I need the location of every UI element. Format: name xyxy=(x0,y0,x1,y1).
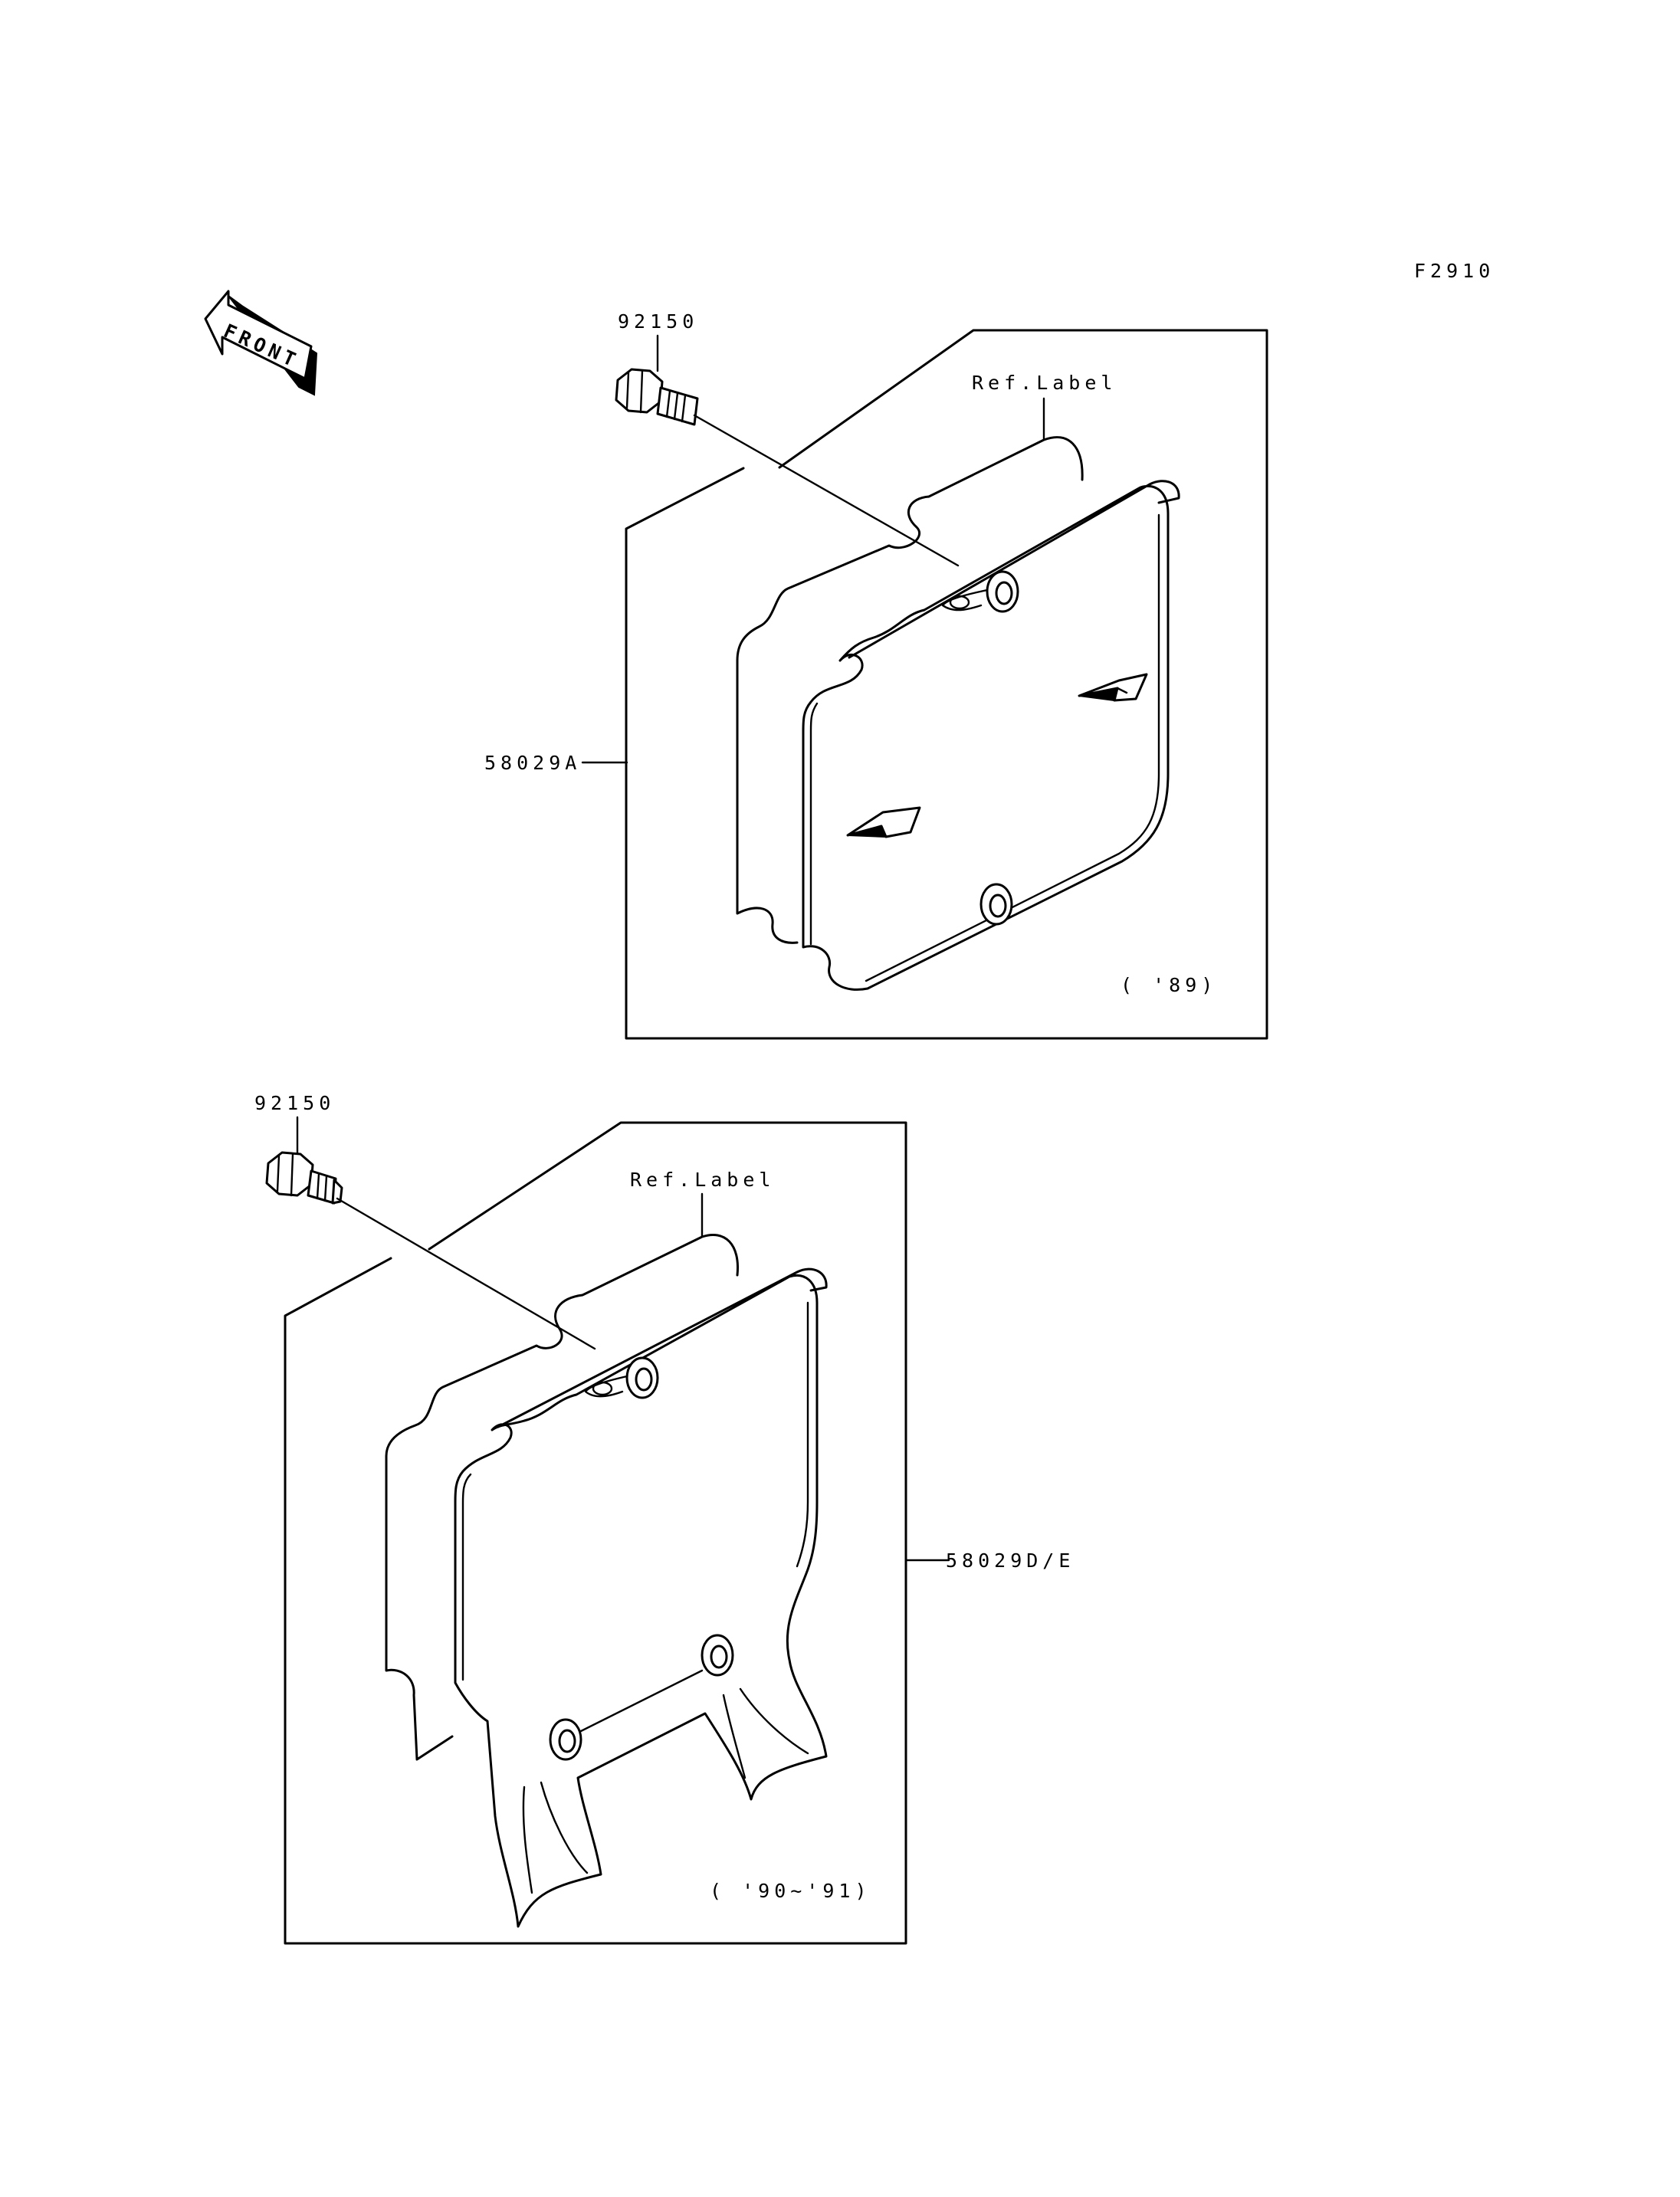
bolt-part-number: 92150 xyxy=(618,310,698,333)
figure-code: F2910 xyxy=(1414,260,1495,282)
ref-label-outline xyxy=(736,436,1084,944)
plate-part-number: 58029D/E xyxy=(946,1549,1075,1572)
number-plate xyxy=(802,480,1180,991)
grommet-upper xyxy=(584,1356,659,1399)
bolt-icon xyxy=(265,1151,343,1205)
bolt-part-number: 92150 xyxy=(254,1092,335,1114)
plate-arrow-right xyxy=(1078,673,1148,702)
grommet-lower xyxy=(979,883,1013,926)
plate-arrow-left xyxy=(846,806,921,838)
number-plate xyxy=(454,1267,828,1928)
grommet-upper xyxy=(941,570,1019,613)
grommet-lower-right xyxy=(701,1634,734,1677)
plate-part-number: 58029A xyxy=(484,752,581,774)
ref-label-outline xyxy=(385,1233,740,1761)
grommet-lower-left xyxy=(549,1718,582,1761)
panel-frame xyxy=(284,1121,907,1945)
model-years: ( '89) xyxy=(1121,974,1217,996)
ref-label-text: Ref.Label xyxy=(630,1169,775,1191)
panel-frame xyxy=(625,329,1268,1040)
panel-1989: 92150 Ref.Label xyxy=(484,310,1268,1040)
panel-1990-1991: 92150 Ref.Label xyxy=(254,1092,1075,1945)
bolt-icon xyxy=(615,368,699,426)
model-years: ( '90~'91) xyxy=(710,1880,871,1902)
front-direction-arrow: FRONT xyxy=(204,290,318,396)
ref-label-text: Ref.Label xyxy=(972,372,1117,394)
